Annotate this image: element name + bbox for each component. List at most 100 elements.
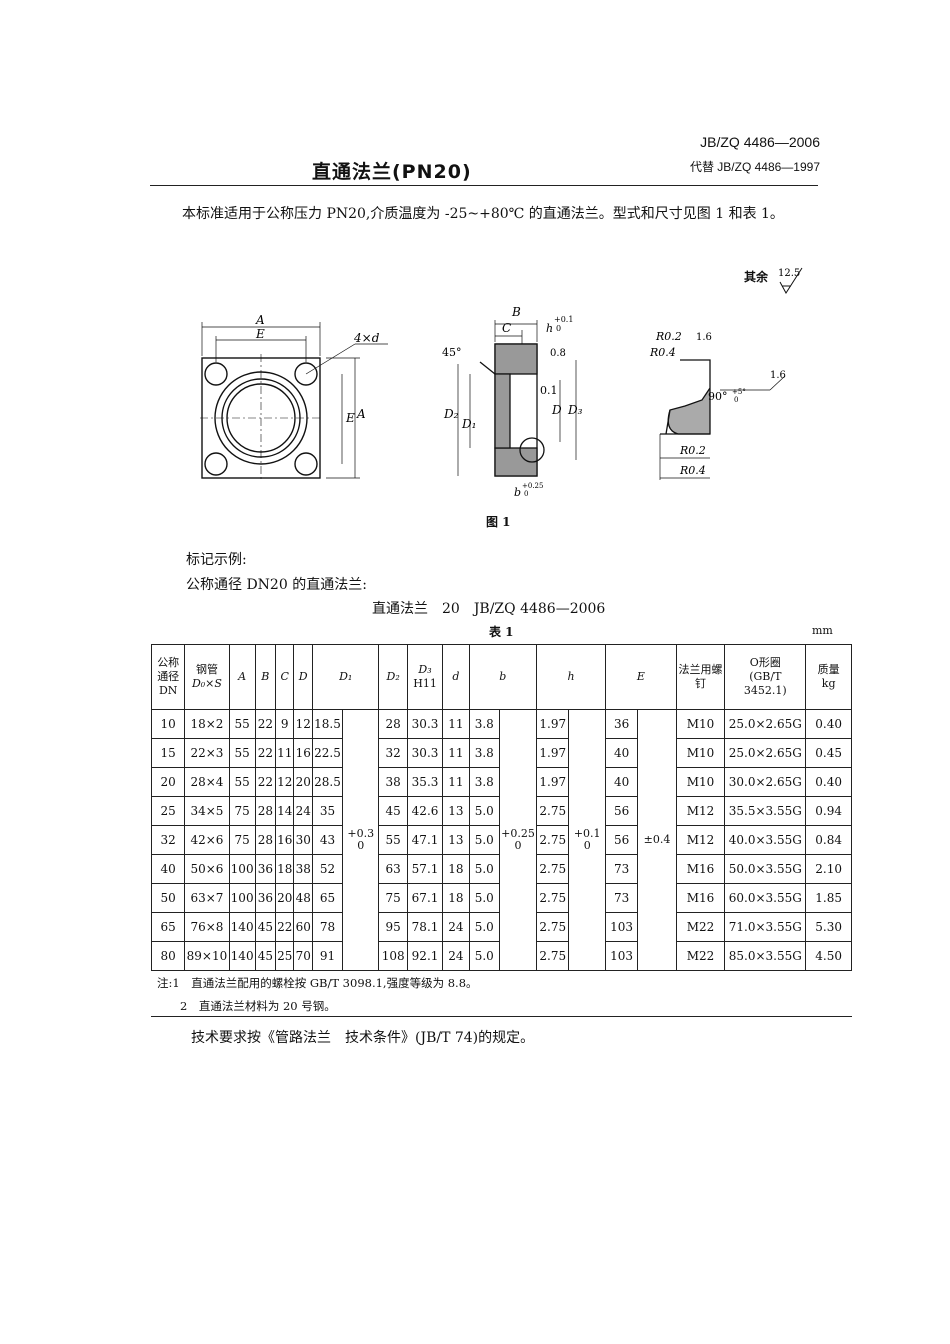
cell-bolt: M22: [675, 941, 726, 971]
cell-C: 22: [274, 912, 295, 942]
cell-oring: 25.0×2.65G: [724, 709, 807, 739]
header-pipe-b: D₀×S: [191, 677, 222, 690]
cell-b: 5.0: [468, 796, 500, 826]
cell-h: 2.75: [536, 825, 570, 855]
angle-90-tol-up: +5°: [732, 388, 746, 396]
cell-dn: 50: [150, 883, 186, 913]
roughness-symbol-icon: 12.5: [778, 267, 803, 294]
dim-A-top: A: [255, 313, 265, 327]
cell-d: 18: [442, 854, 470, 884]
cell-D: 38: [293, 854, 313, 884]
cell-oring: 50.0×3.55G: [724, 854, 807, 884]
dim-E-top: E: [255, 327, 265, 341]
cell-oring: 35.5×3.55G: [724, 796, 807, 826]
cell-oring: 85.0×3.55G: [724, 941, 807, 971]
cell-B: 22: [254, 767, 276, 797]
cell-A: 55: [228, 767, 256, 797]
dim-b-tol-up: +0.25: [522, 482, 543, 490]
cell-C: 20: [274, 883, 295, 913]
cell-E: 40: [604, 767, 639, 797]
cell-D: 60: [293, 912, 313, 942]
cell-D2: 63: [378, 854, 408, 884]
cell-B: 22: [254, 709, 276, 739]
cell-h: 2.75: [536, 883, 570, 913]
cell-D2: 95: [378, 912, 408, 942]
cell-D3: 30.3: [406, 738, 444, 768]
cell-mass: 1.85: [805, 883, 852, 913]
table-unit: mm: [812, 624, 833, 637]
tol-h-low: 0: [583, 839, 591, 852]
cell-oring: 60.0×3.55G: [724, 883, 807, 913]
cell-E: 56: [604, 825, 639, 855]
cell-pipe: 89×10: [184, 941, 230, 971]
cell-pipe: 76×8: [184, 912, 230, 942]
cell-dn: 25: [150, 796, 186, 826]
cell-mass: 0.40: [805, 709, 852, 739]
cell-b: 5.0: [468, 912, 500, 942]
marking-heading: 标记示例:: [186, 552, 247, 568]
header-bolt: 法兰用螺钉: [675, 644, 726, 710]
cell-b: 5.0: [468, 941, 500, 971]
header-D2: D₂: [378, 644, 408, 710]
cell-D: 16: [293, 738, 313, 768]
ra-0-8: 0.8: [550, 348, 566, 359]
cell-E: 73: [604, 883, 639, 913]
roughness-value: 12.5: [778, 268, 800, 279]
cell-d: 13: [442, 825, 470, 855]
cell-d: 18: [442, 883, 470, 913]
cell-mass: 4.50: [805, 941, 852, 971]
cell-h: 1.97: [536, 767, 570, 797]
dim-h: h: [546, 322, 553, 335]
cell-mass: 5.30: [805, 912, 852, 942]
header-mass-b: kg: [821, 677, 836, 690]
cell-bolt: M16: [675, 854, 726, 884]
cell-bolt: M10: [675, 738, 726, 768]
tol-b-low: 0: [514, 839, 522, 852]
cell-B: 36: [254, 854, 276, 884]
cell-A: 75: [228, 796, 256, 826]
cell-oring: 25.0×2.65G: [724, 738, 807, 768]
cell-A: 55: [228, 709, 256, 739]
cell-b: 5.0: [468, 825, 500, 855]
cell-D3: 30.3: [406, 709, 444, 739]
cell-bolt: M12: [675, 825, 726, 855]
cell-B: 45: [254, 912, 276, 942]
header-dn: 公称通径DN: [150, 644, 186, 710]
figure-1-drawing: A E 4×d E A B C h +0.1 0 45° 0.8 0.1 D₂ …: [200, 305, 786, 499]
cell-D2: 32: [378, 738, 408, 768]
radius-r04-top: R0.4: [649, 346, 676, 359]
cell-D2: 55: [378, 825, 408, 855]
cell-oring: 40.0×3.55G: [724, 825, 807, 855]
page-title: 直通法兰(PN20): [312, 161, 472, 183]
intro-paragraph: 本标准适用于公称压力 PN20,介质温度为 -25~+80℃ 的直通法兰。型式和…: [182, 206, 784, 222]
roughness-note: 其余: [744, 268, 768, 285]
cell-dn: 20: [150, 767, 186, 797]
dim-b-tol-low: 0: [524, 490, 528, 498]
table-caption: 表 1: [489, 625, 514, 639]
ra-1-6-side: 1.6: [770, 370, 786, 381]
cell-b: 3.8: [468, 738, 500, 768]
figure-caption: 图 1: [486, 515, 511, 529]
dim-D: D: [551, 403, 562, 417]
dim-D3: D₃: [567, 403, 583, 417]
cell-D: 48: [293, 883, 313, 913]
cell-E: 103: [604, 941, 639, 971]
cell-pipe: 34×5: [184, 796, 230, 826]
cell-A: 100: [228, 883, 256, 913]
cell-D1: 18.5: [311, 709, 344, 739]
cell-bolt: M22: [675, 912, 726, 942]
cell-D: 20: [293, 767, 313, 797]
cell-mass: 0.45: [805, 738, 852, 768]
roughness-label: 其余: [744, 270, 769, 284]
radius-r04-bottom: R0.4: [679, 464, 706, 477]
